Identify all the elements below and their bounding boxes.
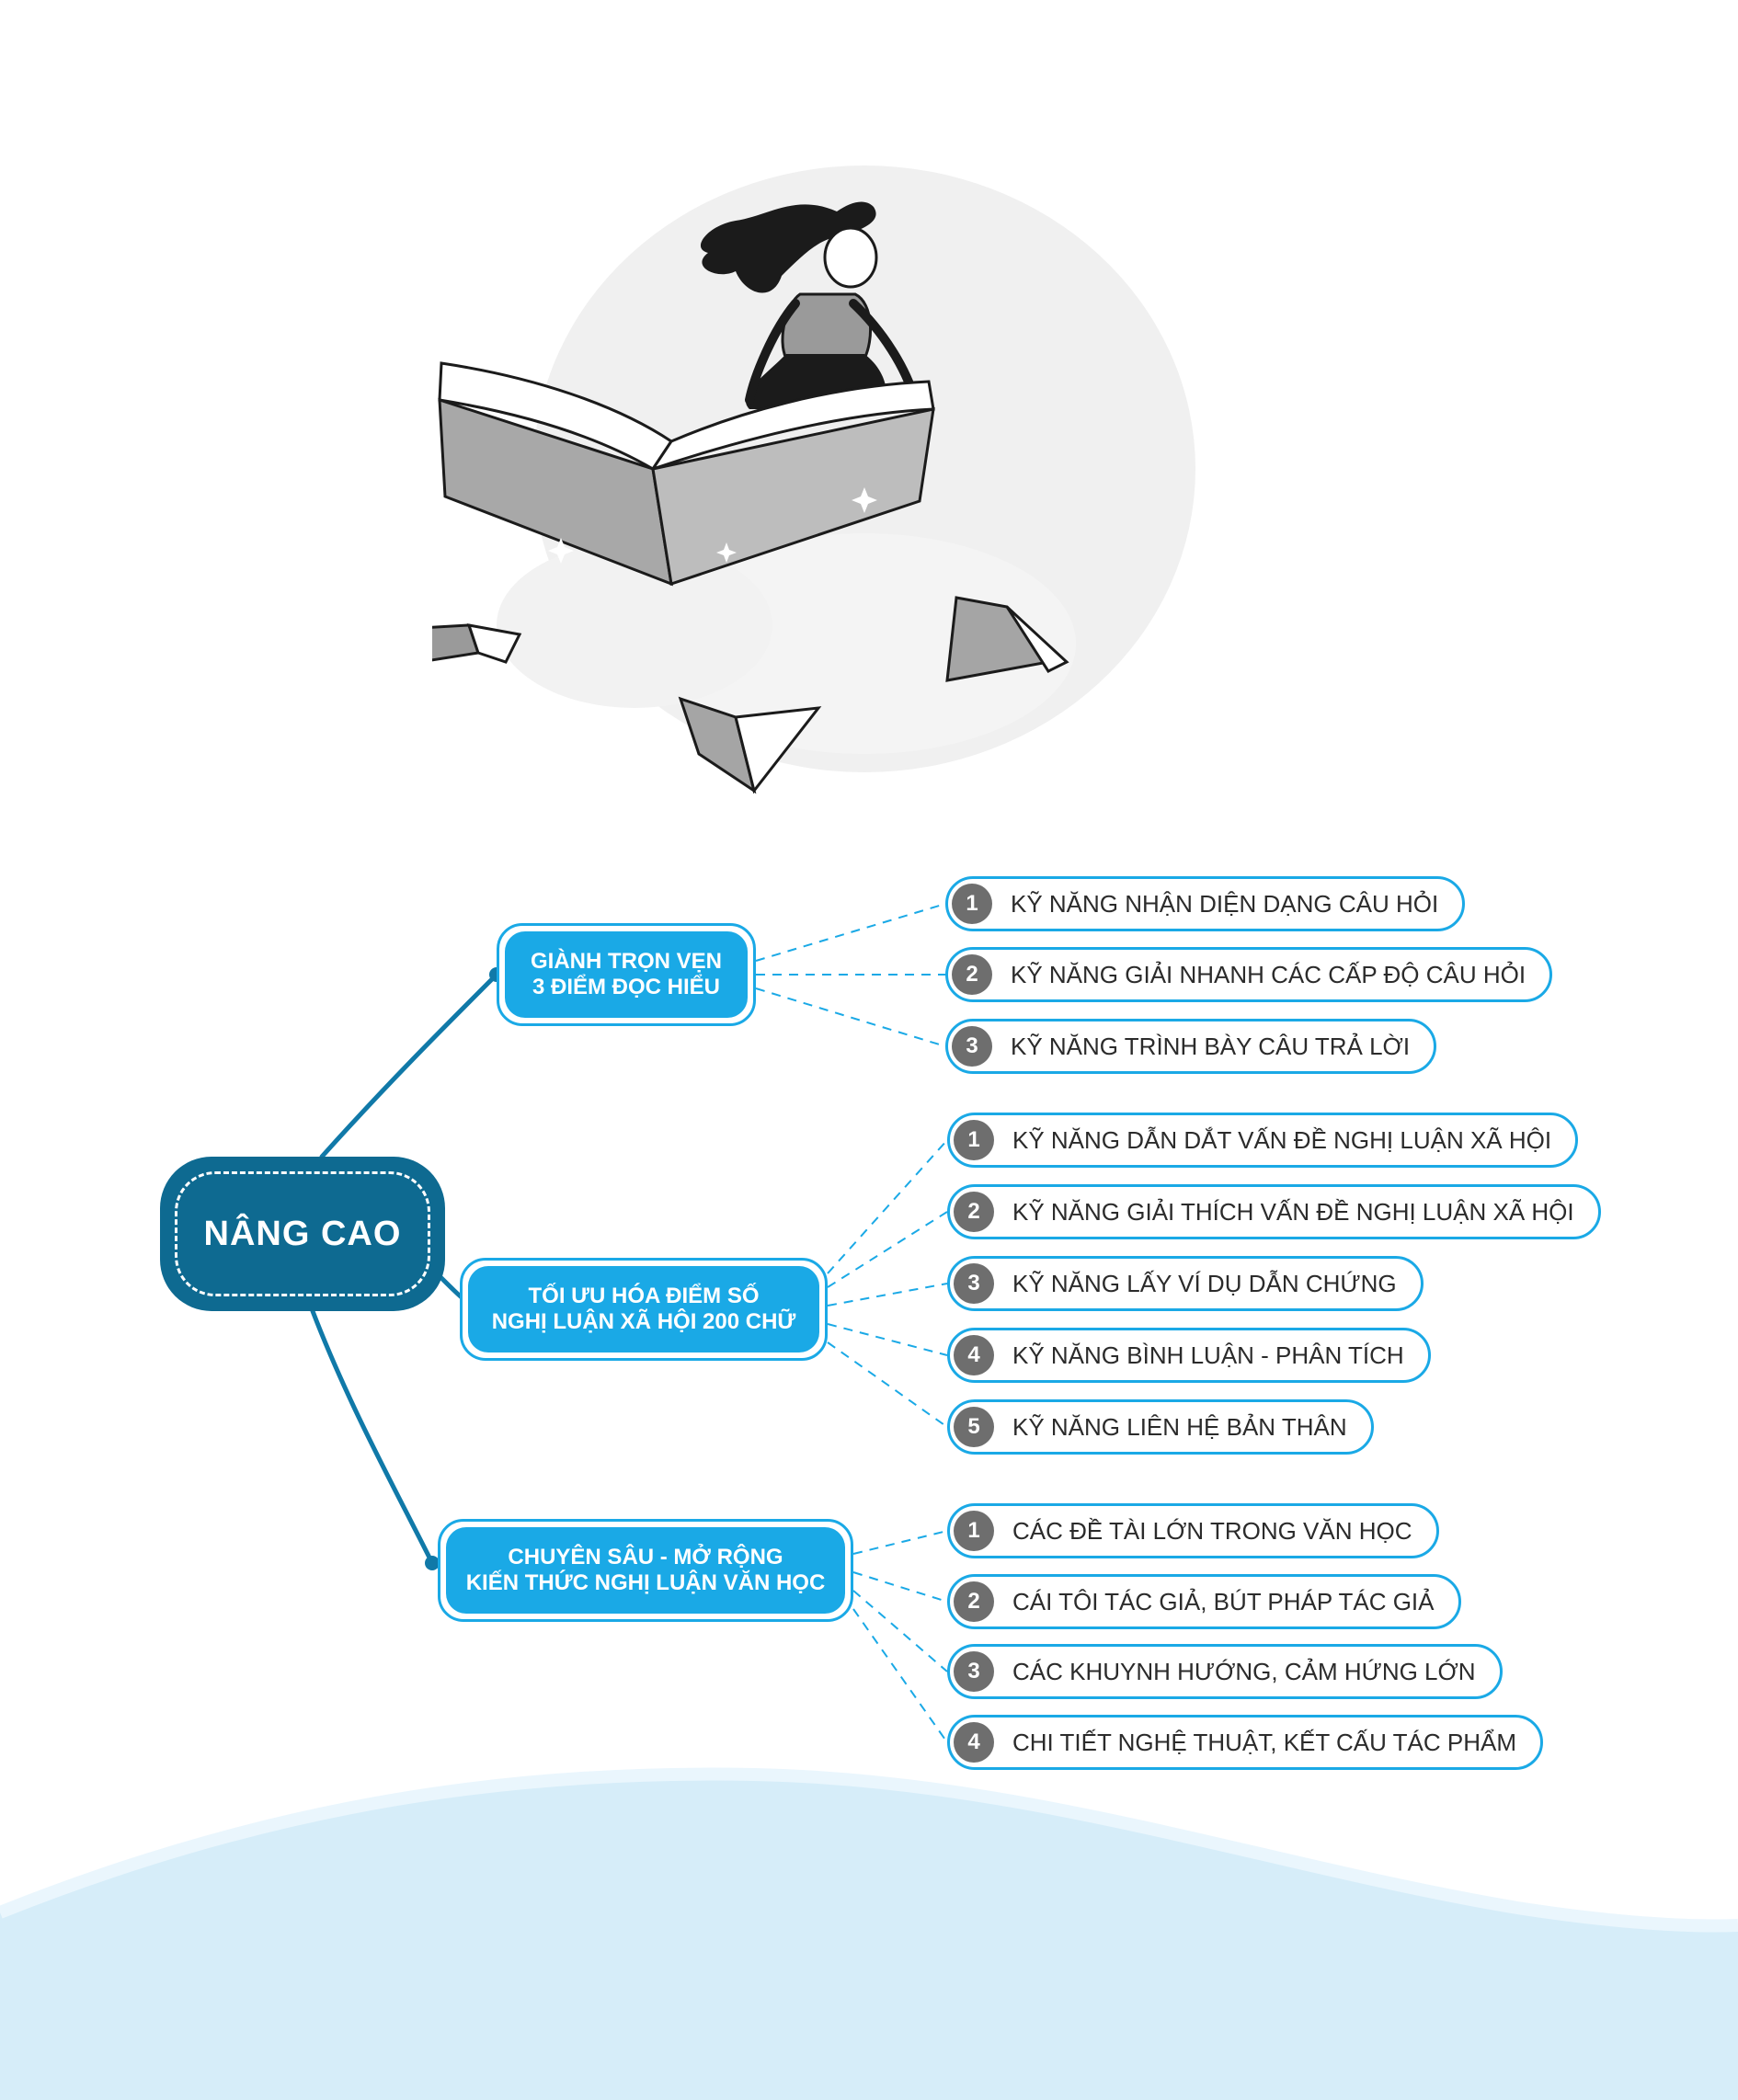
- leaf-item: 3 CÁC KHUYNH HƯỚNG, CẢM HỨNG LỚN: [947, 1644, 1503, 1699]
- leaf-item: 1 KỸ NĂNG DẪN DẮT VẤN ĐỀ NGHỊ LUẬN XÃ HỘ…: [947, 1113, 1579, 1168]
- connector-dot: [425, 1556, 440, 1570]
- dashed-connector: [755, 903, 946, 962]
- leaf-item: 1 CÁC ĐỀ TÀI LỚN TRONG VĂN HỌC: [947, 1503, 1439, 1558]
- root-label: NÂNG CAO: [203, 1214, 402, 1253]
- branch-title-line: NGHỊ LUẬN XÃ HỘI 200 CHỮ: [491, 1309, 796, 1334]
- branch-title-line: 3 ĐIỂM ĐỌC HIỂU: [532, 975, 721, 999]
- leaf-label: CÁC KHUYNH HƯỚNG, CẢM HỨNG LỚN: [1012, 1657, 1476, 1685]
- leaf-label: KỸ NĂNG BÌNH LUẬN - PHÂN TÍCH: [1012, 1341, 1404, 1369]
- leaf-item: 2 KỸ NĂNG GIẢI NHANH CÁC CẤP ĐỘ CÂU HỎI: [945, 947, 1553, 1002]
- number-badge: 4: [954, 1335, 994, 1375]
- face-shape: [823, 226, 878, 289]
- leaf-item: 5 KỸ NĂNG LIÊN HỆ BẢN THÂN: [947, 1399, 1374, 1455]
- dashed-connector: [852, 1608, 948, 1743]
- leaf-label: KỸ NĂNG GIẢI THÍCH VẤN ĐỀ NGHỊ LUẬN XÃ H…: [1012, 1197, 1574, 1226]
- leaf-label: KỸ NĂNG TRÌNH BÀY CÂU TRẢ LỜI: [1011, 1032, 1411, 1060]
- branch-title-line: KIẾN THỨC NGHỊ LUẬN VĂN HỌC: [465, 1570, 826, 1595]
- number-badge: 3: [954, 1651, 994, 1692]
- branch-fill: GIÀNH TRỌN VẸN 3 ĐIỂM ĐỌC HIỂU: [505, 931, 748, 1018]
- dashed-connector: [755, 987, 946, 1047]
- branch-title-line: CHUYÊN SÂU - MỞ RỘNG: [508, 1545, 783, 1569]
- branch-node-nghi-luan-xa-hoi: TỐI ƯU HÓA ĐIỂM SỐ NGHỊ LUẬN XÃ HỘI 200 …: [460, 1258, 828, 1361]
- cloud-puff: [497, 542, 772, 708]
- dashed-connector: [827, 1323, 948, 1356]
- dashed-connector: [827, 1139, 948, 1274]
- wave-edge: [0, 1767, 1738, 1933]
- number-badge: 3: [952, 1026, 992, 1067]
- number-badge: 5: [954, 1407, 994, 1447]
- leaf-label: KỸ NĂNG GIẢI NHANH CÁC CẤP ĐỘ CÂU HỎI: [1011, 960, 1526, 988]
- sparkle-icon: [716, 542, 737, 563]
- leaf-item: 2 KỸ NĂNG GIẢI THÍCH VẤN ĐỀ NGHỊ LUẬN XÃ…: [947, 1184, 1601, 1239]
- leaf-label: KỸ NĂNG DẪN DẮT VẤN ĐỀ NGHỊ LUẬN XÃ HỘI: [1012, 1125, 1552, 1154]
- leaf-label: KỸ NĂNG LIÊN HỆ BẢN THÂN: [1012, 1412, 1347, 1441]
- leaf-item: 3 KỸ NĂNG TRÌNH BÀY CÂU TRẢ LỜI: [945, 1019, 1437, 1074]
- number-badge: 1: [954, 1120, 994, 1160]
- leaf-label: CÁC ĐỀ TÀI LỚN TRONG VĂN HỌC: [1012, 1516, 1412, 1545]
- dashed-connector: [827, 1283, 948, 1307]
- dashed-connector: [827, 1341, 948, 1428]
- root-dashed-frame: [175, 1171, 430, 1296]
- number-badge: 1: [952, 884, 992, 924]
- leaf-item: 4 CHI TIẾT NGHỆ THUẬT, KẾT CẤU TÁC PHẨM: [947, 1715, 1544, 1770]
- wave-shape: [0, 1774, 1738, 2100]
- book-cover-right: [651, 407, 935, 586]
- dashed-connector: [852, 1571, 948, 1603]
- branch-node-doc-hieu: GIÀNH TRỌN VẸN 3 ĐIỂM ĐỌC HIỂU: [497, 923, 756, 1026]
- leaf-item: 3 KỸ NĂNG LẤY VÍ DỤ DẪN CHỨNG: [947, 1256, 1424, 1311]
- number-badge: 1: [954, 1511, 994, 1551]
- dashed-connector: [852, 1590, 948, 1672]
- leaf-label: CÁI TÔI TÁC GIẢ, BÚT PHÁP TÁC GIẢ: [1012, 1587, 1435, 1615]
- leaf-item: 4 KỸ NĂNG BÌNH LUẬN - PHÂN TÍCH: [947, 1328, 1431, 1383]
- book-icon: [678, 696, 822, 794]
- branch-fill: TỐI ƯU HÓA ĐIỂM SỐ NGHỊ LUẬN XÃ HỘI 200 …: [468, 1266, 819, 1352]
- sparkle-icon: [548, 538, 574, 564]
- dashed-connector: [852, 1530, 948, 1555]
- leaf-label: KỸ NĂNG NHẬN DIỆN DẠNG CÂU HỎI: [1011, 889, 1439, 918]
- branch-node-nghi-luan-van-hoc: CHUYÊN SÂU - MỞ RỘNG KIẾN THỨC NGHỊ LUẬN…: [438, 1519, 853, 1622]
- book-icon: [432, 623, 522, 664]
- number-badge: 2: [954, 1581, 994, 1622]
- arm-left: [745, 299, 800, 405]
- number-badge: 2: [954, 1192, 994, 1232]
- spine-connector: [310, 1308, 435, 1566]
- spine-connector: [319, 972, 499, 1159]
- branch-fill: CHUYÊN SÂU - MỞ RỘNG KIẾN THỨC NGHỊ LUẬN…: [446, 1527, 845, 1614]
- leaf-item: 1 KỸ NĂNG NHẬN DIỆN DẠNG CÂU HỎI: [945, 876, 1466, 931]
- number-badge: 4: [954, 1722, 994, 1763]
- leaf-item: 2 CÁI TÔI TÁC GIẢ, BÚT PHÁP TÁC GIẢ: [947, 1574, 1461, 1629]
- branch-title-line: TỐI ƯU HÓA ĐIỂM SỐ: [528, 1284, 760, 1308]
- leaf-label: KỸ NĂNG LẤY VÍ DỤ DẪN CHỨNG: [1012, 1269, 1397, 1297]
- leaf-label: CHI TIẾT NGHỆ THUẬT, KẾT CẤU TÁC PHẨM: [1012, 1728, 1517, 1756]
- hair-shape: [700, 201, 876, 293]
- number-badge: 2: [952, 954, 992, 995]
- book-icon: [945, 596, 1069, 682]
- woman-riding-open-book-illustration: [432, 165, 1195, 794]
- cloud-puff: [653, 533, 1076, 754]
- branch-title-line: GIÀNH TRỌN VẸN: [530, 949, 722, 974]
- sparkle-icon: [852, 487, 877, 513]
- dashed-connector: [827, 1211, 948, 1288]
- number-badge: 3: [954, 1263, 994, 1304]
- root-node: NÂNG CAO: [160, 1157, 445, 1311]
